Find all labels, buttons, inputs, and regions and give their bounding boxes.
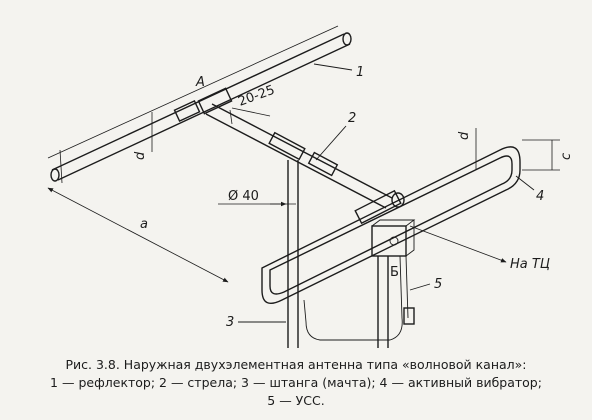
label-c: c	[559, 153, 574, 160]
label-a: a	[140, 217, 148, 232]
feed-arrow	[409, 225, 507, 263]
caption-line-1: Рис. 3.8. Наружная двухэлементная антенн…	[65, 357, 527, 372]
leader-lines	[238, 63, 535, 323]
dimension-a	[47, 187, 229, 283]
label-4: 4	[536, 189, 544, 204]
dimension-gap	[229, 107, 271, 125]
label-1: 1	[356, 65, 364, 80]
label-block: Б	[390, 265, 399, 280]
label-diameter: Ø 40	[228, 189, 259, 204]
boom	[205, 103, 393, 209]
figure-caption: Рис. 3.8. Наружная двухэлементная антенн…	[0, 356, 592, 410]
label-3: 3	[226, 315, 234, 330]
label-feed: На ТЦ	[510, 257, 550, 272]
matching-block	[371, 219, 416, 257]
caption-line-3: 5 — УСС.	[267, 393, 325, 408]
label-2: 2	[348, 111, 356, 126]
label-A: A	[195, 75, 205, 90]
caption-line-2: 1 — рефлектор; 2 — стрела; 3 — штанга (м…	[50, 375, 542, 390]
antenna-diagram: A a d d c 20-25 Ø 40 Б На ТЦ 1 2 3 4 5	[47, 25, 574, 348]
label-d-right: d	[457, 131, 472, 140]
cable	[303, 255, 415, 341]
mast	[287, 160, 389, 348]
dimension-A	[47, 25, 339, 184]
active-vibrator	[261, 146, 521, 304]
dimension-c	[522, 139, 560, 171]
label-5: 5	[434, 277, 442, 292]
reflector	[50, 32, 352, 182]
label-d-left: d	[133, 151, 148, 160]
